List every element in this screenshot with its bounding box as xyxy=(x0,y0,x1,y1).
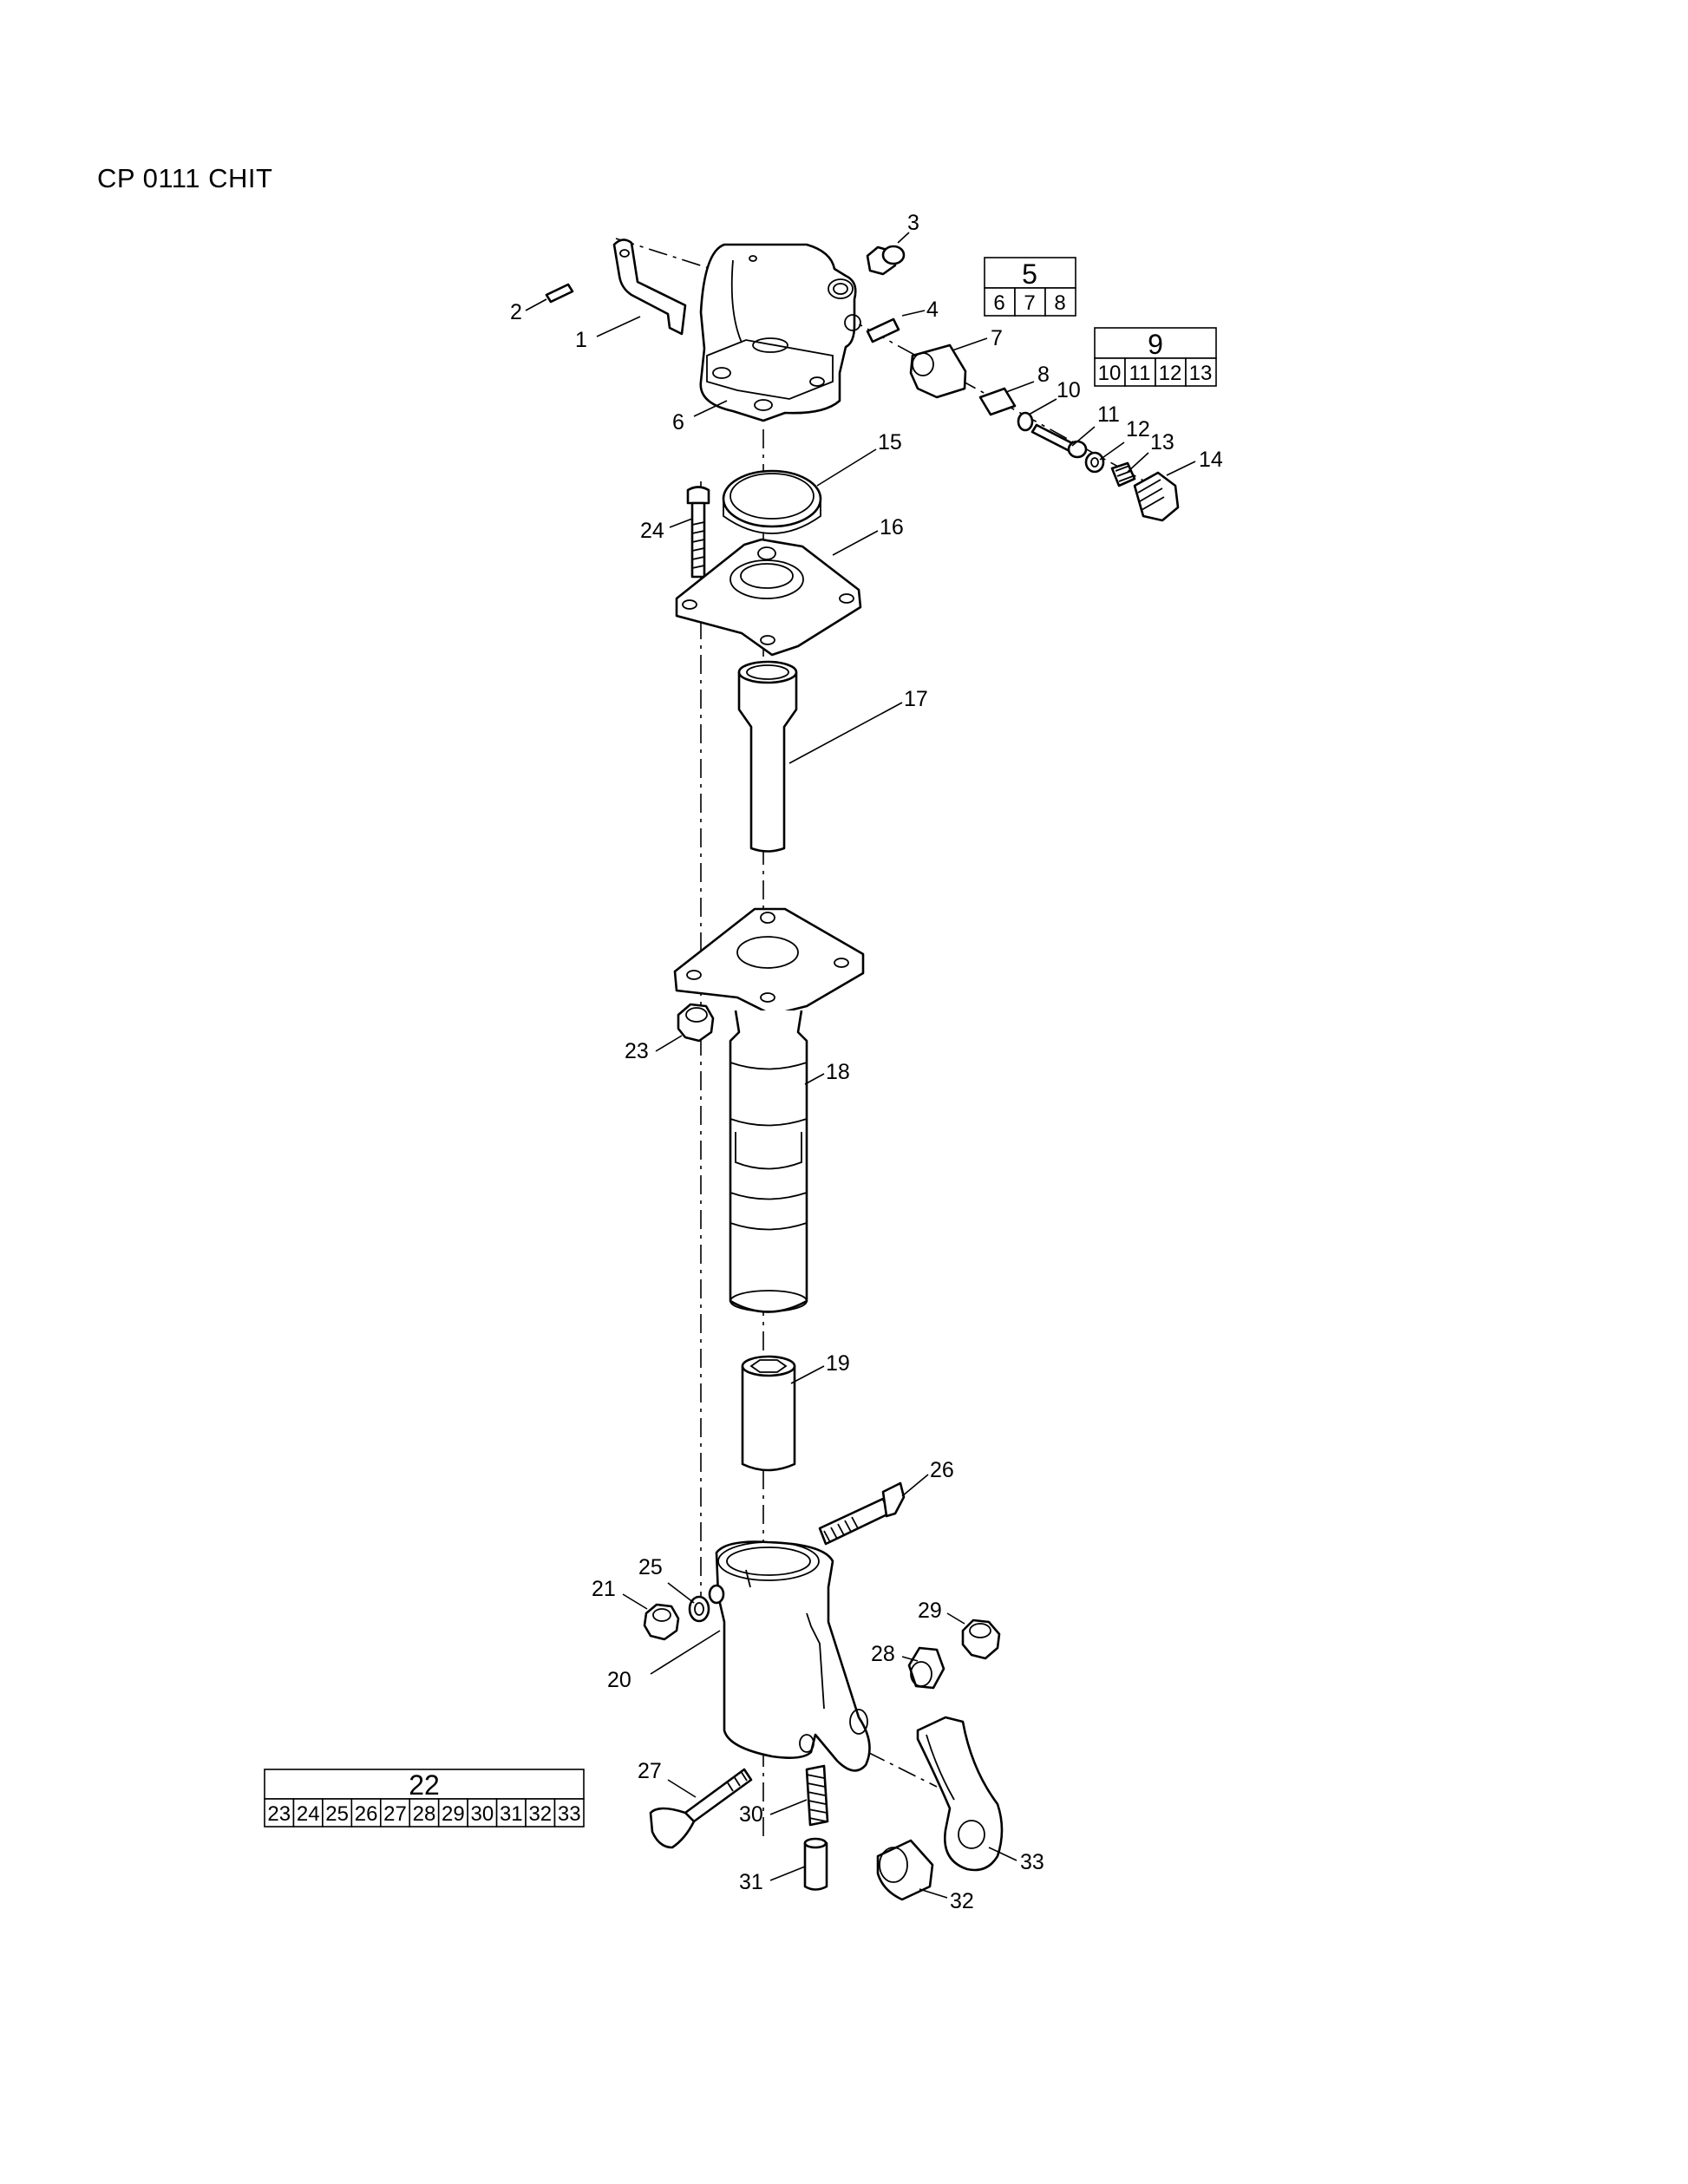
callout-12: 12 xyxy=(1126,417,1150,441)
kit-9-item: 13 xyxy=(1189,362,1213,385)
kit-9-item: 10 xyxy=(1098,362,1122,385)
callout-32: 32 xyxy=(950,1889,974,1913)
part-17-bushing xyxy=(737,660,798,853)
part-20-nut xyxy=(677,1003,715,1043)
kit-5-header: 5 xyxy=(1022,258,1037,290)
part-33-latch-arm xyxy=(916,1716,1004,1872)
callout-19: 19 xyxy=(826,1351,850,1376)
part-29-nut xyxy=(961,1618,1001,1660)
kit-box-22: 22 23 24 25 26 27 28 29 30 31 32 33 xyxy=(264,1769,585,1828)
callout-28: 28 xyxy=(871,1642,895,1666)
part-8-valve xyxy=(978,387,1017,416)
kit-22-header: 22 xyxy=(409,1769,440,1801)
part-6-back-head xyxy=(699,243,861,422)
callout-1: 1 xyxy=(575,328,587,352)
kit-5-item: 8 xyxy=(1054,291,1065,315)
part-28-cone xyxy=(907,1646,945,1690)
callout-27: 27 xyxy=(638,1759,662,1783)
kit-box-5: 5 6 7 8 xyxy=(984,257,1076,317)
callout-26: 26 xyxy=(930,1458,954,1482)
kit-9-item: 11 xyxy=(1129,362,1151,385)
part-12-washer xyxy=(1084,451,1105,474)
callout-13: 13 xyxy=(1150,430,1174,454)
kit-9-item: 12 xyxy=(1159,362,1182,385)
callout-18: 18 xyxy=(826,1060,850,1084)
callout-labels: 1 2 3 4 6 7 8 10 11 12 13 14 15 24 16 17… xyxy=(510,211,1223,1913)
part-19-tool-bushing xyxy=(741,1355,796,1472)
callout-6: 6 xyxy=(672,410,684,435)
callout-17: 17 xyxy=(904,687,928,711)
kit-22-item: 33 xyxy=(558,1802,581,1826)
part-15-ring xyxy=(722,469,822,534)
kit-22-item: 23 xyxy=(267,1802,291,1826)
callout-31: 31 xyxy=(739,1870,763,1894)
part-4-pin xyxy=(866,317,900,343)
kit-22-item: 26 xyxy=(355,1802,378,1826)
part-23-front-head xyxy=(708,1540,871,1772)
kit-9-header: 9 xyxy=(1148,329,1163,360)
callout-21: 24 xyxy=(640,519,664,543)
callout-23: 20 xyxy=(607,1668,631,1692)
part-18-cylinder xyxy=(673,907,865,1313)
callout-30: 30 xyxy=(739,1802,763,1827)
callout-11: 11 xyxy=(1097,402,1120,427)
leader-lines xyxy=(525,232,1196,1899)
kit-22-item: 29 xyxy=(442,1802,465,1826)
part-14-cap xyxy=(1133,471,1180,522)
callout-10: 10 xyxy=(1057,378,1081,402)
callout-25: 25 xyxy=(638,1555,663,1579)
callout-33: 33 xyxy=(1020,1850,1044,1874)
part-16-flange xyxy=(675,538,862,657)
callout-3: 3 xyxy=(907,211,919,235)
kit-22-item: 27 xyxy=(383,1802,407,1826)
part-32-bushing xyxy=(876,1839,934,1901)
kit-22-item: 30 xyxy=(471,1802,494,1826)
kit-22-item: 25 xyxy=(325,1802,349,1826)
part-2-pin xyxy=(545,283,574,304)
callout-29: 29 xyxy=(918,1599,942,1623)
kit-22-item: 32 xyxy=(528,1802,552,1826)
callout-24: 21 xyxy=(592,1577,616,1601)
part-21-bolt xyxy=(686,486,710,579)
kit-22-item: 28 xyxy=(413,1802,436,1826)
part-10-oring xyxy=(1017,411,1034,432)
part-1-latch xyxy=(612,239,687,336)
part-24-nut xyxy=(643,1603,680,1641)
callout-20: 23 xyxy=(625,1039,649,1063)
part-13-spring xyxy=(1110,461,1136,487)
callout-8: 8 xyxy=(1037,363,1050,387)
kit-22-item: 31 xyxy=(500,1802,523,1826)
callout-14: 14 xyxy=(1199,448,1223,472)
part-7-valve-chest xyxy=(909,343,967,399)
callout-15: 15 xyxy=(878,430,902,454)
kit-5-item: 7 xyxy=(1024,291,1035,315)
callout-16: 16 xyxy=(880,515,904,539)
kit-box-9: 9 10 11 12 13 xyxy=(1094,327,1217,387)
page-title: CP 0111 CHIT xyxy=(97,163,273,193)
kit-22-item: 24 xyxy=(297,1802,320,1826)
part-26-long-bolt xyxy=(818,1481,906,1546)
part-31-plunger xyxy=(803,1837,828,1891)
callout-7: 7 xyxy=(991,326,1003,350)
part-3-fitting xyxy=(866,245,906,276)
kit-5-item: 6 xyxy=(993,291,1004,315)
part-30-spring xyxy=(805,1764,829,1827)
callout-4: 4 xyxy=(926,298,939,322)
part-25-washer xyxy=(688,1595,710,1623)
part-27-retainer-bolt xyxy=(649,1768,753,1849)
callout-2: 2 xyxy=(510,300,522,324)
